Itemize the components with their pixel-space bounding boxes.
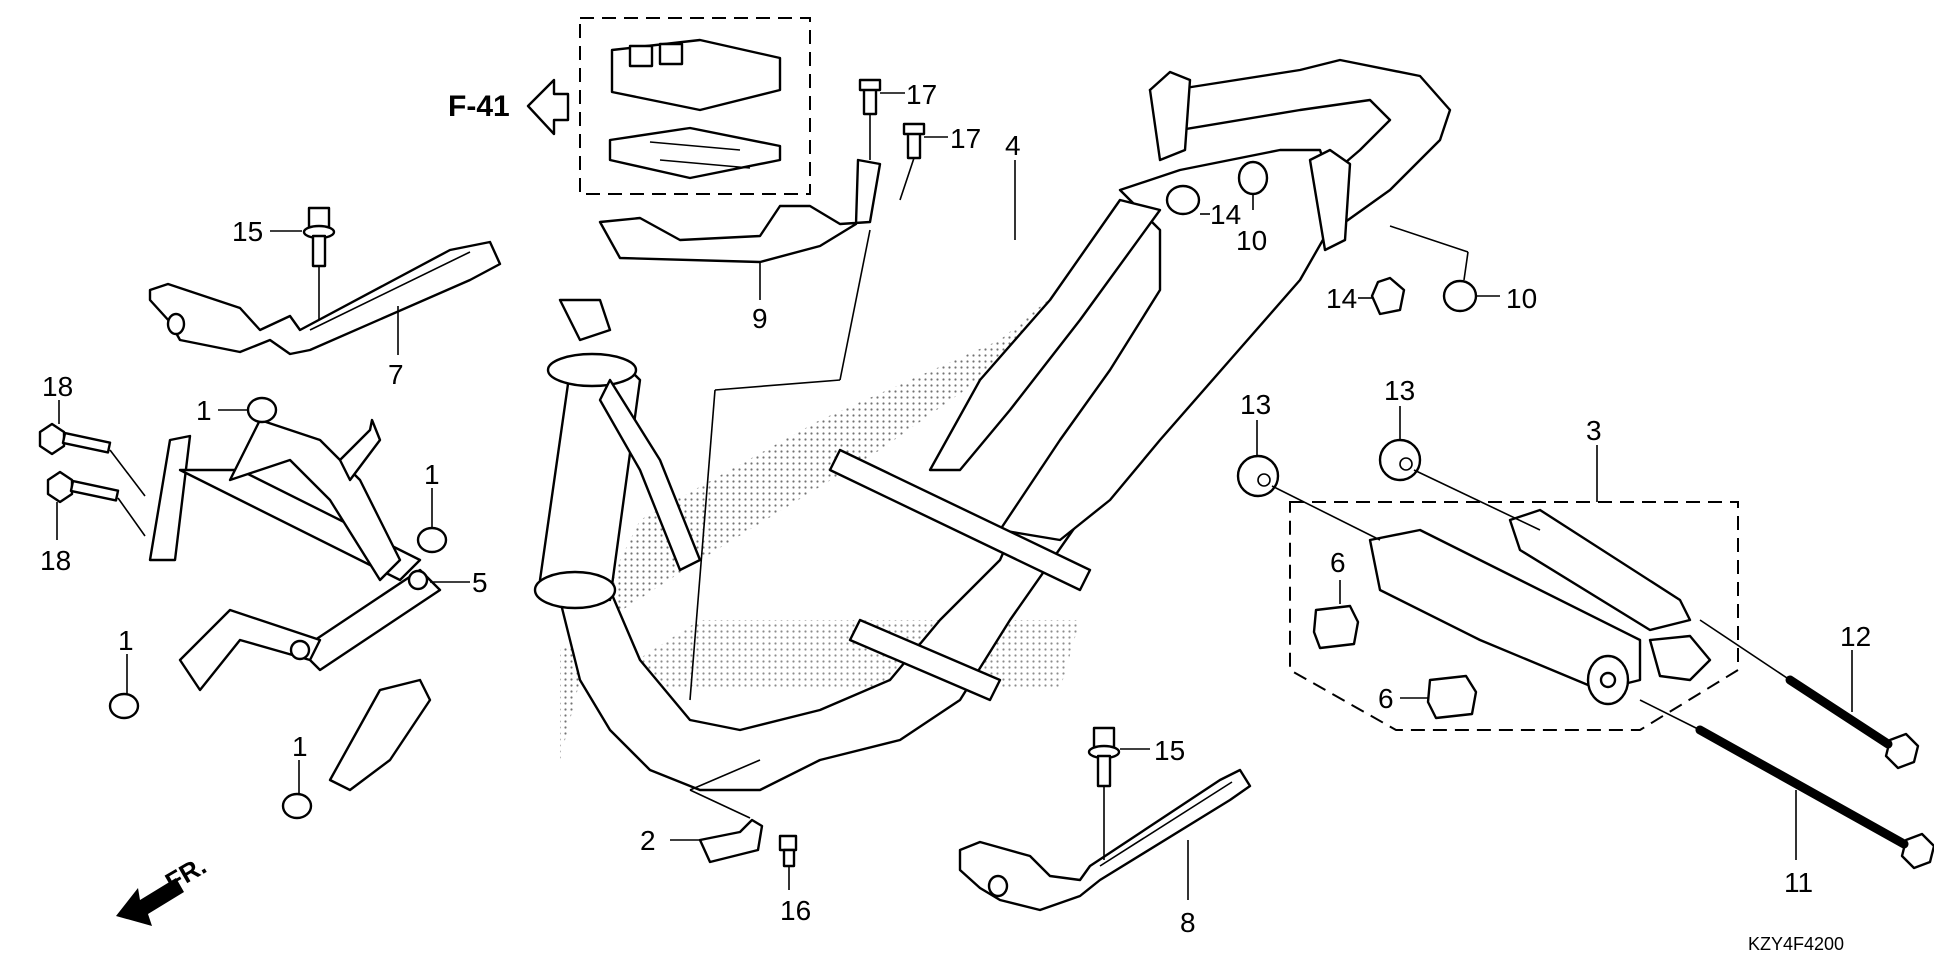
plug-14 <box>1370 276 1406 316</box>
front-indicator: FR. <box>116 850 211 926</box>
f41-reference[interactable]: F-41 <box>448 78 570 136</box>
callout-18-b: 18 <box>40 545 71 576</box>
nut-13 <box>1378 438 1422 482</box>
callout-9: 9 <box>752 303 768 334</box>
part-11-bolt: 11 <box>1639 699 1934 898</box>
part-18-bolts: 18 18 <box>38 371 146 576</box>
part-3-main-frame: 4 <box>558 58 1452 792</box>
callout-1-b: 1 <box>424 459 440 490</box>
part-13-nuts: 13 13 <box>1236 375 1541 541</box>
rubber-mount-1 <box>416 526 448 554</box>
reference-label: F-41 <box>448 90 510 123</box>
callout-6-b: 6 <box>1378 683 1394 714</box>
callout-14-a: 14 <box>1210 199 1241 230</box>
callout-17-b: 17 <box>950 123 981 154</box>
callout-16: 16 <box>780 895 811 926</box>
nut-13 <box>1236 454 1280 498</box>
plug-14 <box>1165 184 1201 216</box>
part-10-14-grommets: 14 10 14 10 <box>1165 160 1537 316</box>
callout-6-a: 6 <box>1330 547 1346 578</box>
rubber-mount-1 <box>108 692 140 720</box>
part-2-clamp: 2 <box>640 759 764 864</box>
left-outline-arrow-icon <box>526 78 570 136</box>
ecu-unit <box>610 38 782 112</box>
callout-13-b: 13 <box>1384 375 1415 406</box>
callout-1-a: 1 <box>196 395 212 426</box>
grommet-10 <box>1442 279 1478 313</box>
bolt-12-head <box>1884 732 1920 770</box>
ecu-bracket <box>608 126 782 180</box>
rubber-mount-1 <box>281 792 313 820</box>
callout-12: 12 <box>1840 621 1871 652</box>
callout-13-a: 13 <box>1240 389 1271 420</box>
grommet-10 <box>1237 160 1269 196</box>
callout-4: 5 <box>472 567 488 598</box>
callout-2: 2 <box>640 825 656 856</box>
ecu-reference-group <box>579 17 811 195</box>
callout-7: 7 <box>388 359 404 390</box>
assembly-outline <box>1289 501 1739 731</box>
callout-14-b: 14 <box>1326 283 1357 314</box>
part-1-mounts: 1 1 1 1 <box>108 395 448 820</box>
callout-10-a: 10 <box>1236 225 1267 256</box>
callout-17-a: 17 <box>906 79 937 110</box>
bolt-11-head <box>1900 832 1934 870</box>
part-15-bolt-right: 15 <box>1087 726 1185 860</box>
bolt-18-head <box>38 422 66 456</box>
part-17-bolts <box>858 78 948 201</box>
callout-15-b: 15 <box>1154 735 1185 766</box>
callout-18-a: 18 <box>42 371 73 402</box>
callout-10-b: 10 <box>1506 283 1537 314</box>
part-12-bolt: 12 <box>1699 619 1920 770</box>
rubber-6 <box>1312 604 1360 650</box>
front-arrow-icon <box>116 878 184 926</box>
part-9-bracket <box>598 158 882 701</box>
callout-3: 4 <box>1005 130 1021 161</box>
part-16-bolt: 16 <box>778 834 811 926</box>
ecu-connector <box>628 44 654 68</box>
callout-5: 3 <box>1586 415 1602 446</box>
rubber-6 <box>1426 674 1478 720</box>
bolt-18-head <box>46 470 74 504</box>
rubber-mount-1 <box>246 396 278 424</box>
part-6-rubbers: 6 6 <box>1312 547 1478 720</box>
callout-15-a: 15 <box>232 216 263 247</box>
part-7-step-bracket: 7 <box>148 240 502 390</box>
part-15-bolt-left: 15 <box>232 206 336 320</box>
ecu-reference-box <box>579 17 811 195</box>
part-8-step-bracket: 8 <box>958 768 1252 938</box>
part-5-engine-hanger: 3 <box>1289 415 1739 731</box>
callout-1-d: 1 <box>292 731 308 762</box>
diagram-code: KZY4F4200 <box>1748 934 1844 954</box>
callout-8: 8 <box>1180 907 1196 938</box>
head-pipe <box>533 298 702 610</box>
callout-11: 11 <box>1784 867 1813 898</box>
ecu-connector <box>658 42 684 66</box>
part-4-rear-bracket: 5 <box>148 418 488 792</box>
callout-1-c: 1 <box>118 625 134 656</box>
